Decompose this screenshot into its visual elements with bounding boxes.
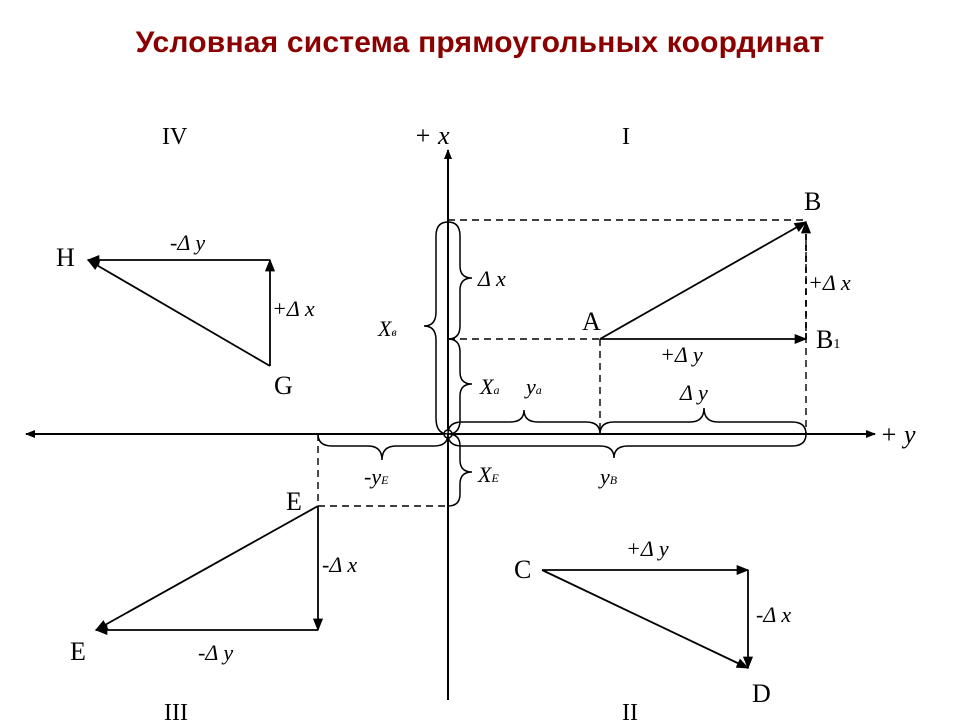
quadrant-iii-label: III [164,700,188,720]
quadrant-ii-label: II [622,700,638,720]
brace-delta-x-label: Δ x [477,266,506,291]
point-e-lower-label: E [70,637,86,666]
quadrant-i-label: I [622,124,630,150]
xe-brace [447,433,473,507]
point-h-label: H [56,243,75,272]
brace-xb-main: X [377,316,393,341]
braces [317,221,807,507]
increment-cd-vertical-label: -Δ x [756,602,791,627]
brace-yb-label: yB [598,464,618,489]
increment-gh-vertical-label: +Δ x [272,296,315,321]
vector-e-to-e [94,505,319,631]
xa-brace [447,338,473,435]
axes [25,149,876,700]
point-a-label: A [582,307,601,336]
brace-yb-main: y [598,464,610,489]
brace-neg-ye-main: -y [364,464,381,489]
point-d-label: D [752,679,771,708]
brace-xa-sub: a [493,383,499,397]
vector-c-to-d [541,569,750,669]
brace-xe-main: X [477,462,493,487]
point-e-upper-label: E [286,487,302,516]
vector-a-to-b [599,221,808,340]
vector-g-to-h [86,259,271,367]
y-axis-label: + y [880,420,916,449]
increment-ab1-label: +Δ y [660,342,703,367]
yb-brace [447,433,807,459]
point-b-label: B [804,187,821,216]
brace-xb-label: Xв [377,316,397,341]
increment-gh-horizontal-label: -Δ y [170,230,205,255]
brace-ya-main: y [524,374,536,399]
point-c-label: C [514,555,531,584]
point-b1-subscript: 1 [833,337,840,352]
delta-x-brace [447,221,473,340]
point-b1-letter: B [816,325,833,354]
xb-brace [423,221,449,435]
brace-xa-label: Xa [479,374,499,399]
increment-b1b-label: +Δ x [808,270,851,295]
vectors [86,220,812,670]
increment-e-vertical-label: -Δ x [322,552,357,577]
point-b1-label: B1 [816,325,840,354]
ya-brace [447,409,601,435]
brace-xe-label: XE [477,462,499,487]
brace-xa-main: X [479,374,495,399]
increment-cd-horizontal-label: +Δ y [626,536,669,561]
brace-delta-y-label: Δ y [679,380,708,405]
quadrant-iv-label: IV [162,124,188,150]
brace-xe-sub: E [490,471,499,485]
increment-e-horizontal-label: -Δ y [198,640,233,665]
slide-title: Условная система прямоугольных координат [135,26,825,59]
brace-neg-ye-sub: E [380,473,389,487]
brace-ya-sub: a [536,383,542,397]
brace-neg-ye-label: -yE [364,464,389,489]
neg-ye-brace [317,433,449,461]
brace-yb-sub: B [610,473,618,487]
delta-y-brace [599,407,807,435]
point-g-label: G [274,371,293,400]
brace-ya-label: ya [524,374,542,399]
x-axis-label: + x [414,121,450,150]
brace-xb-sub: в [391,325,396,339]
